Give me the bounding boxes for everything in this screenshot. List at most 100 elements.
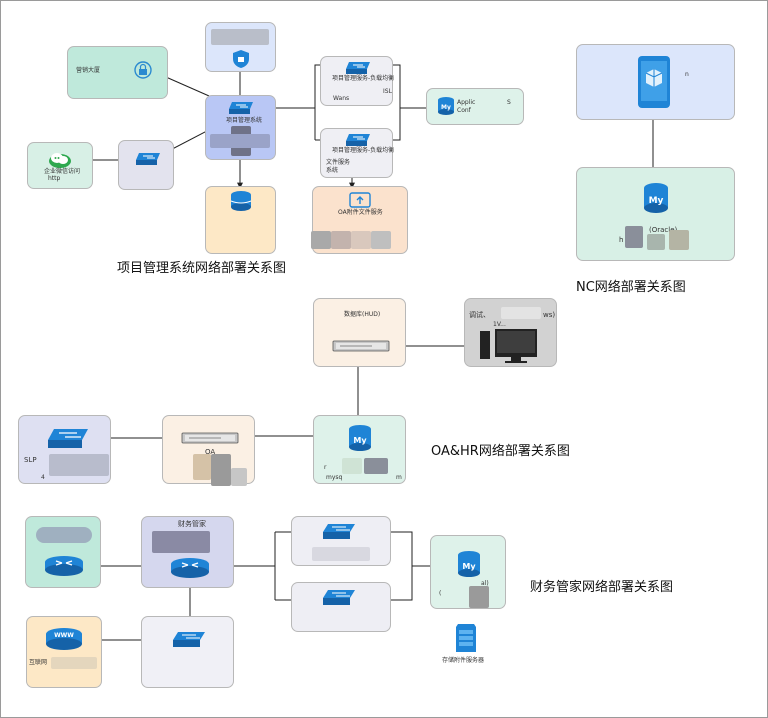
mobile-device-icon	[638, 56, 670, 108]
oa-server2-box[interactable]: OA	[162, 415, 255, 486]
redacted-block	[193, 454, 211, 480]
lock-globe-icon	[134, 61, 152, 79]
fin-diagram-title: 财务管家网络部署关系图	[530, 580, 674, 595]
firewall-node-box[interactable]: 营销大厦	[67, 46, 168, 99]
redacted-block	[152, 531, 210, 553]
oa-diagram-title: OA&HR网络部署关系图	[431, 444, 570, 459]
redacted-block	[351, 231, 371, 249]
switch-icon	[48, 429, 88, 448]
switch-icon	[173, 632, 205, 647]
nc-app-box[interactable]: n	[576, 44, 735, 120]
file-server-label: OA附件文件服务	[338, 209, 383, 216]
nc-app-label: n	[685, 71, 689, 78]
redacted-block	[625, 226, 643, 248]
oa-server-label: 数据库(HUD)	[344, 311, 381, 318]
redacted-block	[311, 231, 331, 249]
debug-pc-box[interactable]: 调试、 ws) 1V...	[464, 298, 557, 367]
switch-bottom-sub2: 系统	[326, 167, 339, 174]
redacted-block	[36, 527, 92, 543]
cloud-upload-icon	[349, 192, 371, 208]
redacted-block	[211, 454, 231, 486]
oa-server2-label: OA	[205, 448, 216, 456]
app-db-sub2: S	[507, 99, 511, 106]
svg-text:My: My	[649, 196, 664, 206]
fin-db-label: al)	[481, 580, 489, 587]
fin-group-label: 财务管家	[178, 520, 206, 528]
debug-pc-sub2: 1V...	[493, 321, 506, 328]
oa-switch-box[interactable]: SLP 4	[18, 415, 111, 484]
redacted-block	[469, 586, 489, 608]
redacted-block	[342, 458, 362, 474]
redacted-block	[501, 307, 541, 319]
redacted-block	[51, 657, 97, 669]
switch-top-sub: Wans	[333, 95, 350, 102]
pm-diagram-title: 项目管理系统网络部署关系图	[117, 261, 287, 276]
redacted-block	[647, 234, 665, 250]
redacted-block	[371, 231, 391, 249]
router-icon	[171, 558, 209, 578]
core-switch-box[interactable]: 项目管理系统	[205, 95, 276, 160]
fin-db-box[interactable]: My al) (	[430, 535, 506, 609]
fin-db-sub: (	[439, 590, 442, 597]
rack-server-icon	[332, 340, 390, 352]
fin-switch-top-box[interactable]	[291, 516, 391, 566]
oa-switch-sub: 4	[41, 474, 45, 481]
nc-db-sub: h	[619, 236, 624, 244]
svg-text:My: My	[441, 104, 451, 111]
fin-internet-box[interactable]: WWW 互联网	[26, 616, 102, 688]
fin-router-box[interactable]	[25, 516, 101, 588]
desktop-computer-icon	[480, 329, 537, 363]
wechat-node-box[interactable]: 企业微信访问 http	[27, 142, 93, 189]
switch-bottom-sub: 文件服务	[326, 159, 351, 166]
svg-text:My: My	[462, 562, 476, 571]
wechat-label-1: 企业微信访问	[44, 168, 81, 175]
nc-diagram-title: NC网络部署关系图	[576, 280, 686, 295]
redacted-block	[364, 458, 388, 474]
switch-icon	[323, 524, 355, 539]
switch-icon	[229, 102, 253, 114]
svg-text:My: My	[353, 436, 367, 445]
oa-db-box[interactable]: My r mysq m	[313, 415, 406, 484]
redacted-block	[669, 230, 689, 250]
debug-pc-label: 调试、	[469, 311, 490, 319]
switch-bottom-label: 项目管理服务-负载均衡	[332, 147, 395, 154]
fin-switch-box[interactable]	[141, 616, 234, 688]
switch-icon	[136, 153, 160, 165]
oa-server-box[interactable]: 数据库(HUD)	[313, 298, 406, 367]
nc-db-box[interactable]: My (Oracle) h	[576, 167, 735, 261]
fin-core-box[interactable]: 财务管家	[141, 516, 234, 588]
mysql-database-icon: My	[438, 97, 454, 115]
redacted-block	[210, 134, 270, 148]
switch-icon	[346, 134, 370, 146]
redacted-block	[211, 29, 269, 45]
switch-icon	[346, 62, 370, 74]
nc-db-label: (Oracle)	[649, 226, 678, 234]
database-icon	[230, 191, 252, 211]
switch-top-box[interactable]: 项目管理服务-负载均衡 Wans ISL	[320, 56, 395, 106]
svg-text:WWW: WWW	[54, 632, 74, 639]
security-node-box[interactable]	[205, 22, 276, 72]
mysql-database-icon: My	[644, 183, 668, 213]
wechat-label-2: http	[48, 175, 61, 182]
redacted-block	[331, 231, 351, 249]
app-db-sub: Conf	[457, 107, 471, 114]
wechat-icon	[49, 153, 71, 168]
switch-bottom-box[interactable]: 项目管理服务-负载均衡 文件服务 系统	[320, 128, 395, 178]
debug-pc-sub: ws)	[543, 311, 556, 319]
switch-top-label: 项目管理服务-负载均衡	[332, 75, 395, 82]
oa-db-sub: mysq	[326, 474, 343, 481]
switch-icon	[323, 590, 355, 605]
firewall-label: 营销大厦	[76, 67, 101, 74]
fin-internet-label: 互联网	[29, 659, 48, 666]
database-node-box[interactable]	[205, 186, 276, 254]
file-server-box[interactable]: OA附件文件服务	[311, 186, 408, 254]
access-switch-box[interactable]	[118, 140, 174, 190]
app-db-box[interactable]: My Applic Conf S	[426, 88, 524, 125]
core-switch-label: 项目管理系统	[226, 117, 263, 124]
storage-server-label: 存储附件服务器	[442, 657, 485, 664]
switch-top-sub2: ISL	[383, 88, 392, 95]
redacted-block	[231, 468, 247, 486]
storage-server-icon[interactable]	[454, 622, 478, 654]
rack-server-icon	[181, 432, 239, 444]
fin-switch-bottom-box[interactable]	[291, 582, 391, 632]
